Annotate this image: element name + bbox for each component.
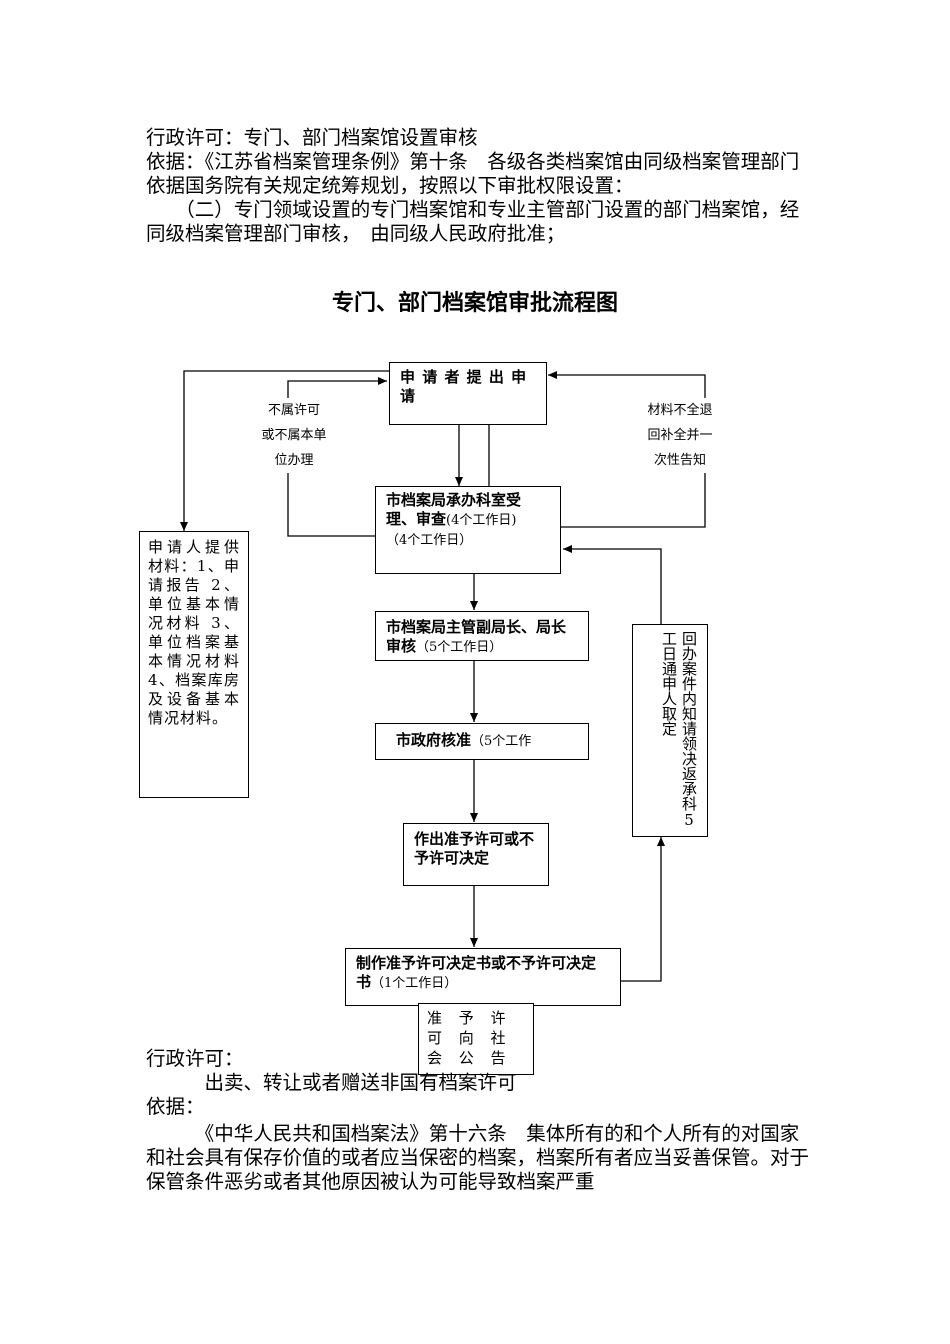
step-apply: 申 请 者 提 出 申 请 <box>389 362 547 425</box>
return-notice-box: 回办案件内知请领决返承科5工日通申人取定 <box>632 624 708 837</box>
step-issue-document: 制作准予许可决定书或不予许可决定书（1个工作日） <box>345 948 621 1006</box>
note-line: 回补全并一 <box>647 428 713 443</box>
step-decision-label: 作出准予许可或不予许可决定 <box>414 830 535 867</box>
step-gov-days: （5个工作 <box>471 734 532 749</box>
step-gov-approval: 市政府核准（5个工作 <box>375 723 589 760</box>
footer-line-3: 依据： <box>146 1095 205 1118</box>
arrow-6-return <box>621 837 665 982</box>
step-review-days-2: （4个工作日） <box>386 533 473 548</box>
header-line-1: 行政许可：专门、部门档案馆设置审核 <box>146 126 478 149</box>
return-col-2: 返承科5工日通申人取定 <box>660 631 698 829</box>
note-line: 材料不全退 <box>647 403 713 418</box>
footer-line-1: 行政许可： <box>146 1047 244 1070</box>
step-director-review: 市档案局主管副局长、局长审核（5个工作日） <box>375 611 589 661</box>
step-gov-label: 市政府核准 <box>396 731 472 749</box>
header-line-3: （二）专门领域设置的专门档案馆和专业主管部门设置的部门档案馆，经同级档案管理部门… <box>146 198 800 245</box>
note-line: 或不属本单 <box>261 428 327 443</box>
step-decision: 作出准予许可或不予许可决定 <box>403 823 549 886</box>
return-notice-text: 回办案件内知请领决返承科5工日通申人取定 <box>639 631 699 831</box>
note-line: 不属许可 <box>267 403 320 418</box>
step-review-days: (4个工作日) <box>446 513 517 528</box>
step-review-label: 市档案局承办科室受理、审查 <box>386 491 522 528</box>
footer-line-2: 出卖、转让或者赠送非国有档案许可 <box>146 1071 517 1094</box>
arrow-return-2 <box>563 545 662 624</box>
step-review: 市档案局承办科室受理、审查(4个工作日) （4个工作日） <box>375 486 561 574</box>
step-issue-label: 制作准予许可决定书或不予许可决定书 <box>356 954 597 991</box>
materials-text: 申请人提供材料：1、申请报告 2、单位基本情况材料 3、单位档案基本情况材料 4… <box>148 538 240 727</box>
note-not-applicable: 不属许可 或不属本单 位办理 <box>250 398 338 473</box>
step-public-notice: 准 予 许 可 向 社 会 公 告 <box>418 1003 534 1075</box>
note-incomplete-materials: 材料不全退 回补全并一 次性告知 <box>638 398 722 473</box>
materials-box: 申请人提供材料：1、申请报告 2、单位基本情况材料 3、单位档案基本情况材料 4… <box>139 531 249 798</box>
note-line: 次性告知 <box>653 453 706 468</box>
header-line-2: 依据：《江苏省档案管理条例》第十条 各级各类档案馆由同级档案管理部门依据国务院有… <box>146 150 800 197</box>
step-public-label: 准 予 许 可 向 社 会 公 告 <box>427 1009 512 1067</box>
diagram-title: 专门、部门档案馆审批流程图 <box>331 291 618 316</box>
step-director-label: 市档案局主管副局长、局长审核 <box>386 618 567 655</box>
note-line: 位办理 <box>274 453 314 468</box>
arrow-to-materials <box>180 370 390 531</box>
step-apply-label: 申 请 者 提 出 申 请 <box>400 368 528 405</box>
footer-line-4: 《中华人民共和国档案法》第十六条 集体所有的和个人所有的对国家和社会具有保存价值… <box>146 1122 810 1193</box>
step-issue-days: （1个工作日） <box>371 976 458 991</box>
step-director-days: （5个工作日） <box>416 640 503 655</box>
return-col-1: 回办案件内知请领决 <box>680 631 698 766</box>
